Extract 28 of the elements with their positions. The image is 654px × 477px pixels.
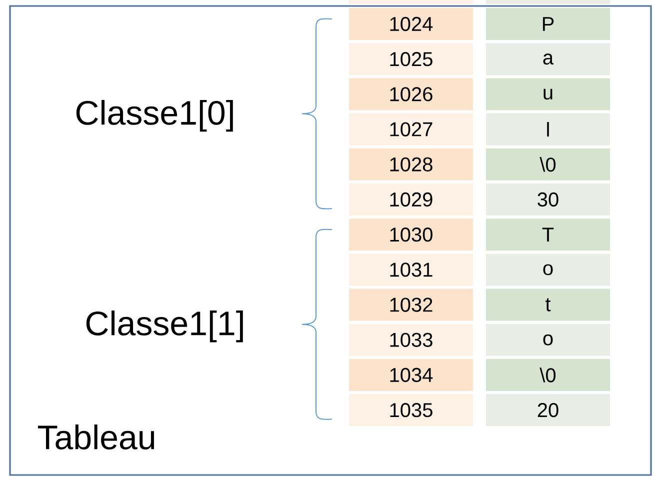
table-cell: 1028	[349, 148, 473, 180]
table-cell: P	[486, 8, 610, 40]
table-cell: 1031	[349, 254, 473, 286]
table-cell: 1034	[349, 359, 473, 391]
table-cell: a	[486, 43, 610, 76]
table-cell: 1030	[349, 218, 473, 251]
frame-title: Tableau	[38, 424, 154, 450]
table-cell: 30	[486, 184, 610, 216]
table-cell: 1024	[349, 8, 473, 40]
table-cell: 1025	[349, 43, 473, 76]
table-cell: u	[486, 78, 610, 110]
frame-box	[9, 5, 652, 476]
table-cell: l	[486, 113, 610, 146]
table-cell: 1035	[349, 394, 473, 426]
table-cell: 1032	[349, 288, 473, 321]
table-cell: T	[486, 218, 610, 251]
table-cell: o	[486, 324, 610, 356]
table-cell: \0	[486, 148, 610, 180]
table-cell: 1033	[349, 324, 473, 356]
table-cell: o	[486, 254, 610, 286]
table-cell: t	[486, 288, 610, 321]
group-label: Classe1[1]	[86, 310, 243, 342]
table-cell: 1029	[349, 184, 473, 216]
table-cell: 1026	[349, 78, 473, 110]
table-cell: 1027	[349, 113, 473, 146]
table-cell: 20	[486, 394, 610, 426]
group-label: Classe1[0]	[76, 100, 233, 132]
table-cell: \0	[486, 359, 610, 391]
